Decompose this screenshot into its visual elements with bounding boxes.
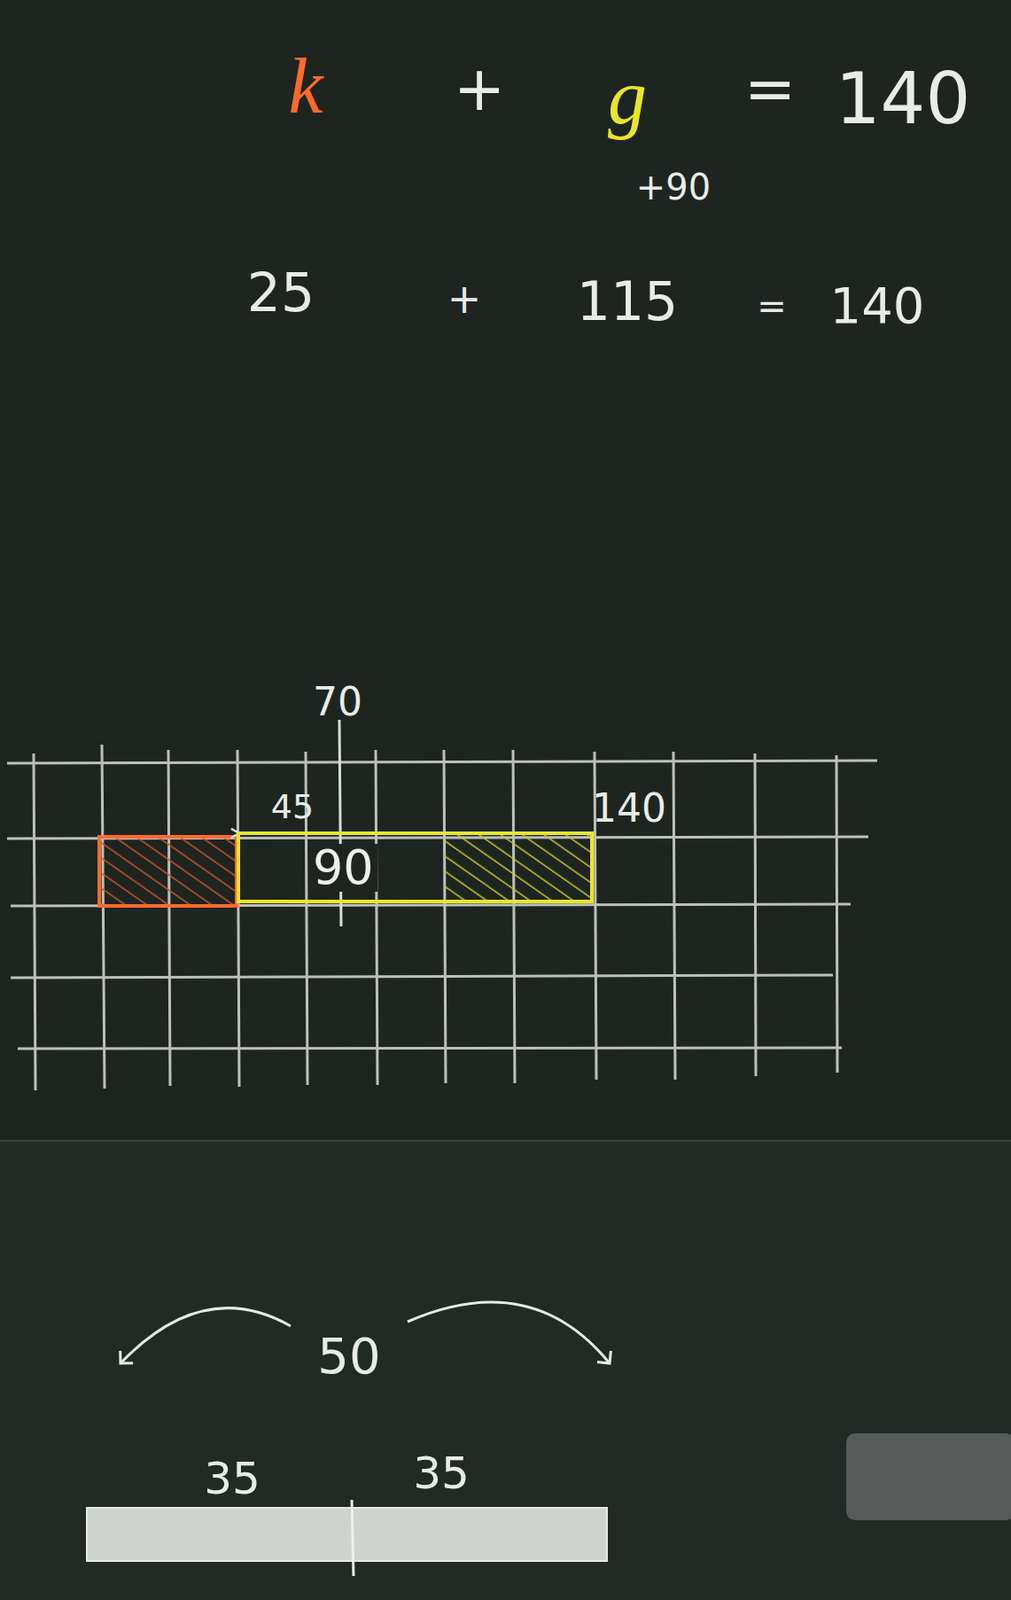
variable-letter: g xyxy=(607,58,647,137)
sum-value: 140 xyxy=(835,63,972,135)
number-bar: 90 xyxy=(236,831,594,903)
half-number: 45 xyxy=(271,789,314,824)
solution-value: 115 xyxy=(576,274,679,328)
difference-note: +90 xyxy=(636,169,711,205)
operator: + xyxy=(453,57,506,120)
part-number: 35 xyxy=(412,1450,470,1495)
part-number: 35 xyxy=(203,1455,261,1501)
sum-value: 140 xyxy=(830,280,926,331)
operator: = xyxy=(744,57,797,120)
operator: + xyxy=(447,278,483,319)
midpoint-number: 70 xyxy=(312,682,363,722)
solution-value: 25 xyxy=(247,265,315,319)
bar-number: 90 xyxy=(309,843,378,892)
half-number: 50 xyxy=(317,1330,381,1381)
variable-letter: k xyxy=(287,47,323,126)
operator: = xyxy=(756,287,787,324)
end-number: 140 xyxy=(591,788,667,828)
